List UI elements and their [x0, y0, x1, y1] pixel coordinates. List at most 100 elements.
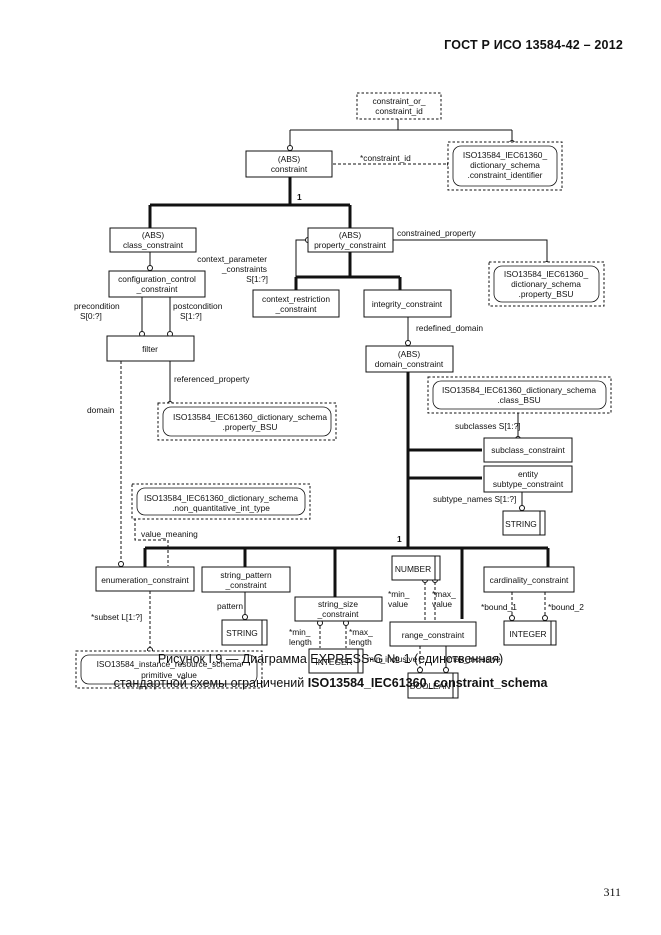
label-constraint-id: *constraint_id [360, 153, 411, 163]
property-bsu-mid-box: ISO13584_IEC61360_dictionary_schema .pro… [157, 402, 337, 441]
subclass-constraint-box: subclass_constraint [483, 437, 573, 463]
svg-text:INTEGER: INTEGER [509, 629, 546, 639]
label-bound-1: *bound_1 [481, 602, 517, 612]
primitive-value-box: ISO13584_instance_resource_schema primit… [75, 650, 263, 689]
context-restriction-constraint-box: context_restriction _constraint [252, 289, 340, 318]
label-context-parameter-2: _constraints [221, 264, 267, 274]
figure-caption-line1: Рисунок I.9 — Диаграмма EXPRESS-G № 1 (е… [157, 652, 504, 666]
integer-type-box-size: INTEGER [308, 648, 364, 674]
label-max-inclusive: max_inclusive [448, 654, 501, 664]
label-subclasses: subclasses S[1:?] [455, 421, 521, 431]
label-subtype-names: subtype_names S[1:?] [433, 494, 516, 504]
label-domain: domain [87, 405, 115, 415]
figure-caption-schema: ISO13584_IEC61360_constraint_schema [307, 676, 548, 690]
svg-text:(ABS): (ABS) [339, 230, 362, 240]
label-referenced-property: referenced_property [174, 374, 250, 384]
label-bound-2: *bound_2 [548, 602, 584, 612]
svg-text:subclass_constraint: subclass_constraint [491, 445, 565, 455]
svg-text:_constraint: _constraint [225, 580, 268, 590]
svg-text:.class_BSU: .class_BSU [497, 395, 540, 405]
constraint-identifier-box: ISO13584_IEC61360_ dictionary_schema .co… [447, 141, 563, 191]
svg-text:_constraint: _constraint [275, 304, 318, 314]
label-value-meaning: value_meaning [141, 529, 198, 539]
svg-text:.property_BSU: .property_BSU [223, 422, 278, 432]
label-max-length-1: *max_ [349, 627, 373, 637]
label-min-length-1: *min_ [289, 627, 311, 637]
svg-text:.property_BSU: .property_BSU [519, 289, 574, 299]
label-one-bottom: 1 [397, 534, 402, 544]
string-type-box-subtype: STRING [502, 510, 546, 536]
number-type-box: NUMBER [391, 555, 441, 581]
svg-text:ISO13584_IEC61360_dictionary_s: ISO13584_IEC61360_dictionary_schema [144, 493, 298, 503]
svg-text:ISO13584_IEC61360_dictionary_s: ISO13584_IEC61360_dictionary_schema [442, 385, 596, 395]
property-bsu-top-box: ISO13584_IEC61360_ dictionary_schema .pr… [488, 261, 605, 307]
svg-text:(ABS): (ABS) [142, 230, 165, 240]
string-pattern-constraint-box: string_pattern _constraint [201, 566, 291, 593]
svg-text:ISO13584_IEC61360_: ISO13584_IEC61360_ [504, 269, 589, 279]
standard-header: ГОСТ Р ИСО 13584-42 – 2012 [444, 38, 623, 52]
enumeration-constraint-box: enumeration_constraint [95, 566, 195, 592]
label-context-parameter-3: S[1:?] [246, 274, 268, 284]
label-postcondition-1: postcondition [173, 301, 223, 311]
property-constraint-box: (ABS) property_constraint [307, 227, 394, 253]
string-size-constraint-box: string_size _constraint [294, 596, 383, 622]
svg-text:constraint_or_: constraint_or_ [372, 96, 425, 106]
svg-text:.constraint_identifier: .constraint_identifier [468, 170, 543, 180]
filter-box: filter [106, 335, 195, 362]
entity-subtype-constraint-box: entity subtype_constraint [483, 465, 573, 493]
line-constrained-property [393, 239, 548, 262]
line-subtype-tree-top [148, 177, 352, 228]
svg-text:integrity_constraint: integrity_constraint [372, 299, 443, 309]
svg-text:INTEGER: INTEGER [315, 657, 352, 667]
svg-text:class_constraint: class_constraint [123, 240, 184, 250]
line-value-meaning [134, 518, 169, 566]
svg-text:STRING: STRING [226, 628, 258, 638]
label-min-length-2: length [289, 637, 312, 647]
non-quantitative-int-type-box: ISO13584_IEC61360_dictionary_schema .non… [131, 483, 311, 520]
svg-text:entity: entity [518, 469, 539, 479]
label-max-value-1: *max_ [432, 589, 456, 599]
svg-text:domain_constraint: domain_constraint [375, 359, 444, 369]
line-subtype-tree-property [294, 252, 402, 290]
range-constraint-box: range_constraint [389, 621, 477, 647]
label-precondition-1: precondition [74, 301, 120, 311]
domain-constraint-box: (ABS) domain_constraint [365, 345, 454, 373]
label-postcondition-2: S[1:?] [180, 311, 202, 321]
svg-text:constraint_id: constraint_id [375, 106, 423, 116]
svg-text:dictionary_schema: dictionary_schema [511, 279, 581, 289]
class-constraint-box: (ABS) class_constraint [109, 227, 197, 253]
svg-text:(ABS): (ABS) [278, 154, 301, 164]
line-context-parameter [295, 239, 306, 282]
svg-text:configuration_control: configuration_control [118, 274, 196, 284]
svg-text:_constraint: _constraint [317, 609, 360, 619]
label-max-value-2: value [432, 599, 452, 609]
page-number: 311 [603, 885, 621, 899]
svg-text:dictionary_schema: dictionary_schema [470, 160, 540, 170]
label-min-value-1: *min_ [388, 589, 410, 599]
integrity-constraint-box: integrity_constraint [363, 289, 452, 318]
svg-text:primitive_value: primitive_value [141, 670, 197, 680]
svg-text:(ABS): (ABS) [398, 349, 421, 359]
svg-text:ISO13584_IEC61360_dictionary_s: ISO13584_IEC61360_dictionary_schema [173, 412, 327, 422]
label-constrained-property: constrained_property [397, 228, 476, 238]
svg-text:context_restriction: context_restriction [262, 294, 330, 304]
svg-text:NUMBER: NUMBER [395, 564, 431, 574]
class-bsu-box: ISO13584_IEC61360_dictionary_schema .cla… [427, 376, 612, 414]
constraint-or-constraint-id-box: constraint_or_ constraint_id [356, 92, 442, 120]
svg-text:ISO13584_instance_resource_sch: ISO13584_instance_resource_schema [97, 659, 242, 669]
svg-text:subtype_constraint: subtype_constraint [493, 479, 564, 489]
svg-text:property_constraint: property_constraint [314, 240, 386, 250]
line-select-tree [289, 119, 513, 150]
label-one-top: 1 [297, 192, 302, 202]
label-redefined-domain: redefined_domain [416, 323, 483, 333]
label-subset: *subset L[1:?] [91, 612, 142, 622]
string-type-box-pattern: STRING [221, 619, 268, 646]
svg-text:constraint: constraint [271, 164, 308, 174]
line-subtype-tree-domain [143, 372, 550, 619]
label-max-length-2: length [349, 637, 372, 647]
svg-text:filter: filter [142, 344, 158, 354]
svg-text:enumeration_constraint: enumeration_constraint [101, 575, 189, 585]
figure-caption-prefix: стандартной схемы ограничений [113, 676, 308, 690]
svg-text:range_constraint: range_constraint [402, 630, 465, 640]
figure-caption-line2: стандартной схемы ограничений ISO13584_I… [0, 676, 661, 690]
